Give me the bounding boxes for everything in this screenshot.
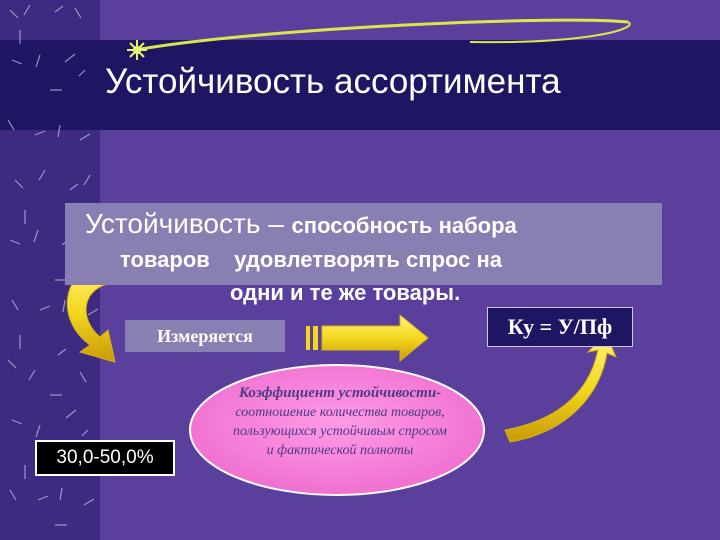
definition-line-2: товаров удовлетворять спрос на	[120, 247, 503, 272]
definition-line-1: Устойчивость – способность набора	[85, 208, 517, 240]
title-accent-curve-2	[469, 21, 631, 44]
measured-label: Измеряется	[125, 320, 285, 352]
definition-box	[65, 203, 662, 285]
definition-term: Устойчивость –	[85, 208, 284, 239]
formula-box: Ку = У/Пф	[487, 307, 633, 347]
arrow-stripe-2	[313, 326, 318, 350]
title-bar	[0, 40, 720, 130]
coefficient-line-1: соотношение количества товаров,	[235, 405, 445, 420]
percent-range-box: 30,0-50,0%	[35, 440, 175, 476]
definition-line-3: одни и те же товары.	[230, 280, 461, 305]
definition-line-1-rest: способность набора	[291, 213, 517, 238]
sparkle-icon	[127, 40, 147, 60]
coefficient-heading: Коэффициент устойчивости-	[238, 385, 442, 401]
arrow-stripe-1	[306, 326, 310, 350]
title-accent-curve	[134, 18, 629, 52]
right-arrow	[321, 313, 429, 363]
page-title: Устойчивость ассортимента	[105, 62, 561, 101]
curved-arrow-right	[504, 333, 617, 443]
coefficient-line-2: пользующихся устойчивым спросом	[233, 424, 447, 439]
coefficient-line-3: и фактической полноты	[266, 443, 414, 458]
pattern-marks	[7, 4, 99, 526]
coefficient-text: Коэффициент устойчивости- соотношение ко…	[190, 384, 490, 460]
coefficient-ellipse	[189, 364, 485, 496]
